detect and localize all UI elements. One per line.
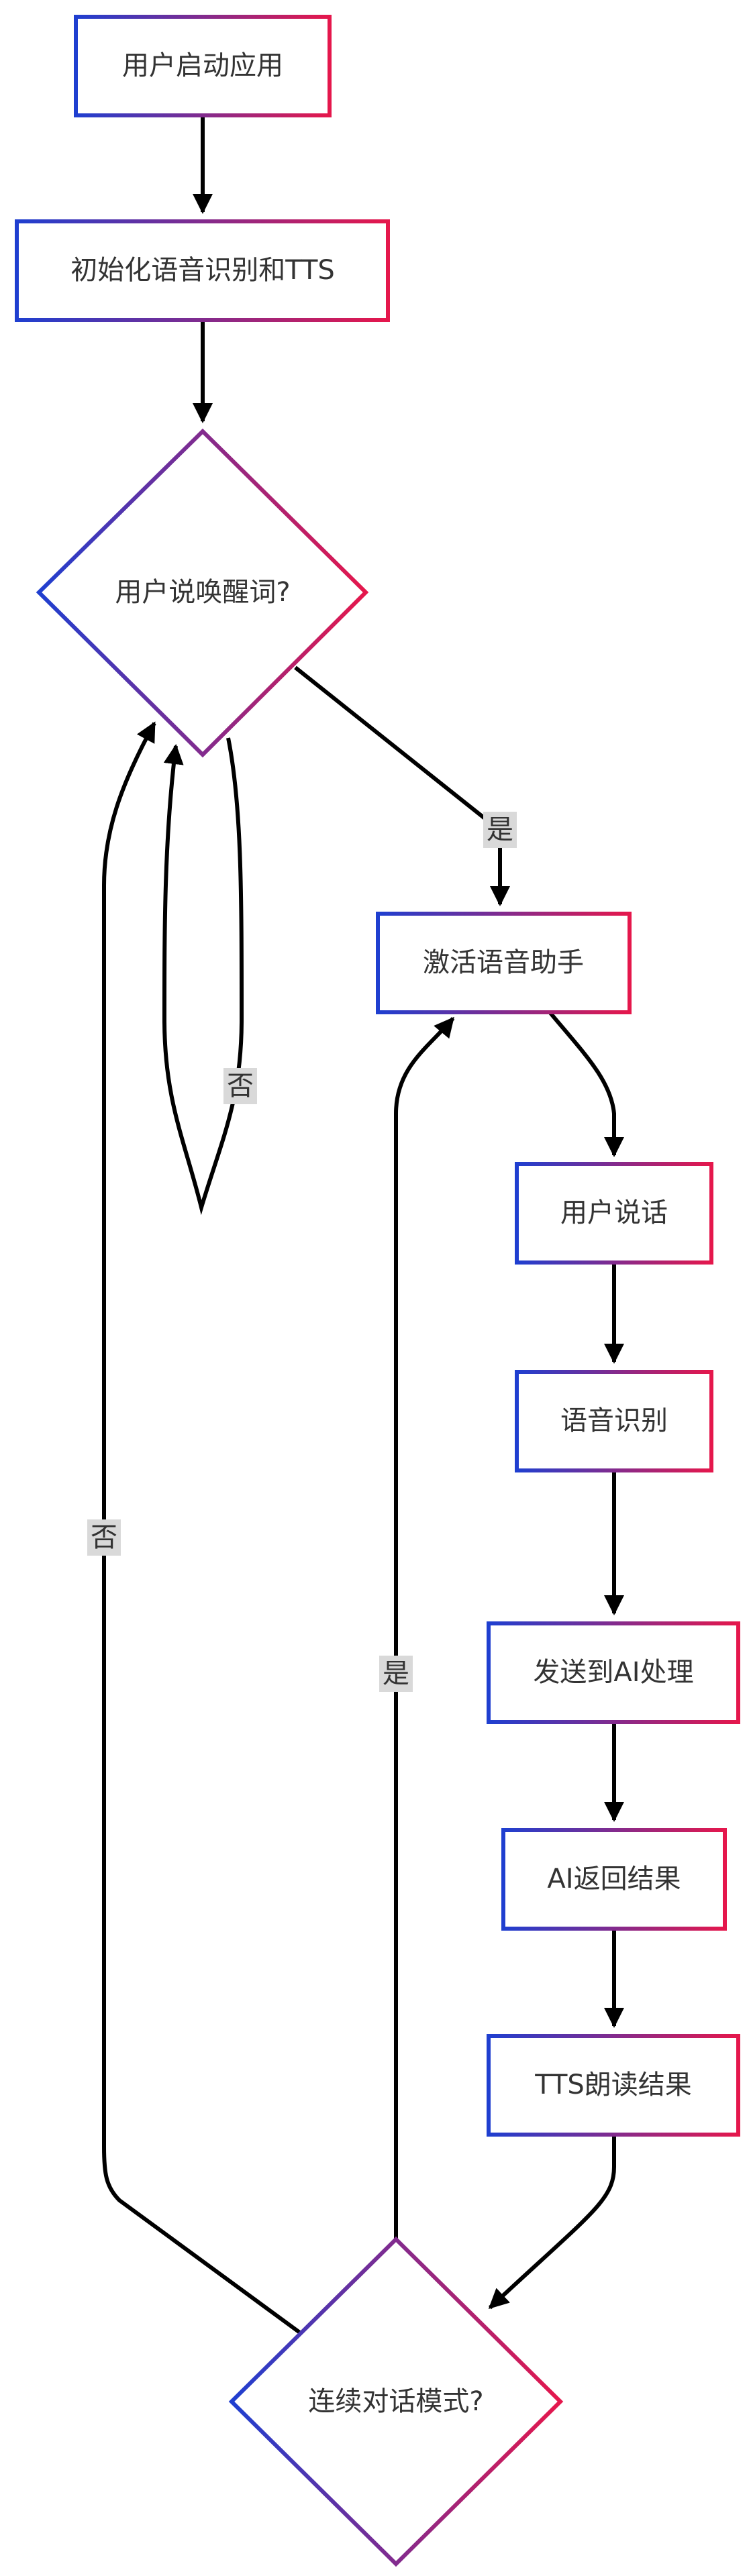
edge-label-wake-no: 否 [223, 1068, 257, 1104]
node-continuous-decision: 连续对话模式? [228, 2236, 564, 2567]
edge-label-continuous-no: 否 [87, 1519, 121, 1556]
node-init-label: 初始化语音识别和TTS [70, 255, 335, 286]
node-wake-decision-label: 用户说唤醒词? [115, 577, 290, 608]
node-send-ai: 发送到AI处理 [487, 1621, 740, 1724]
node-activate-label: 激活语音助手 [423, 947, 584, 978]
edge-label-continuous-no-text: 否 [91, 1522, 117, 1553]
edge-activate-to-userspeaks [548, 1012, 624, 1157]
edge-label-wake-yes-text: 是 [487, 814, 513, 845]
edge-label-continuous-yes-text: 是 [383, 1658, 409, 1689]
node-init: 初始化语音识别和TTS [15, 219, 390, 322]
edge-label-wake-yes: 是 [483, 812, 517, 848]
node-ai-return-label: AI返回结果 [547, 1864, 681, 1894]
node-start: 用户启动应用 [74, 15, 332, 117]
edge-wake-self-loop-no [162, 737, 244, 1216]
node-tts-read: TTS朗读结果 [487, 2034, 740, 2137]
node-tts-read-label: TTS朗读结果 [534, 2070, 692, 2100]
node-user-speaks-label: 用户说话 [560, 1197, 668, 1228]
node-ai-return: AI返回结果 [501, 1828, 727, 1931]
node-start-label: 用户启动应用 [122, 50, 283, 81]
edge-continuous-to-activate-yes [394, 1016, 455, 2239]
edge-ttsread-to-continuous [488, 2135, 616, 2310]
node-user-speaks: 用户说话 [515, 1162, 713, 1265]
node-continuous-decision-label: 连续对话模式? [308, 2386, 483, 2417]
node-recognize-label: 语音识别 [560, 1405, 668, 1436]
node-activate: 激活语音助手 [376, 912, 632, 1014]
node-wake-decision: 用户说唤醒词? [36, 428, 369, 758]
edge-wake-to-activate-yes [294, 665, 510, 906]
node-recognize: 语音识别 [515, 1370, 713, 1472]
edge-label-continuous-yes: 是 [379, 1656, 413, 1692]
edge-continuous-to-wake-no [102, 721, 302, 2335]
edge-label-wake-no-text: 否 [227, 1071, 254, 1102]
node-send-ai-label: 发送到AI处理 [533, 1657, 693, 1688]
